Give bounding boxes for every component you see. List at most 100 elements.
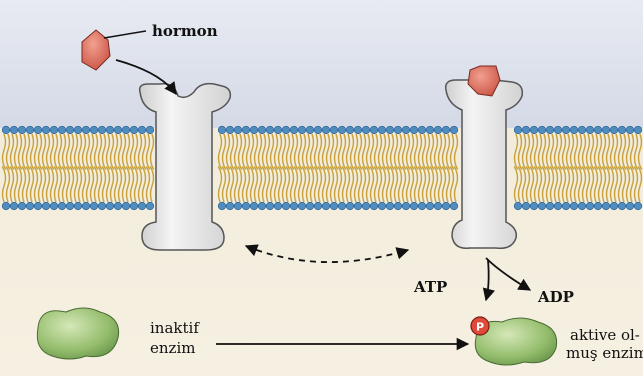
lipid-head [602, 126, 610, 134]
lipid-head [298, 202, 306, 210]
lipid-head [146, 126, 154, 134]
lipid-head [242, 126, 250, 134]
lipid-head [266, 126, 274, 134]
lipid-head [346, 126, 354, 134]
lipid-head [274, 202, 282, 210]
lipid-head [610, 126, 618, 134]
lipid-head [538, 202, 546, 210]
lipid-head [546, 126, 554, 134]
lipid-head [370, 126, 378, 134]
lipid-head [362, 202, 370, 210]
lipid-head [2, 202, 10, 210]
lipid-head [114, 126, 122, 134]
lipid-head [410, 126, 418, 134]
lipid-head [42, 126, 50, 134]
lipid-head [578, 202, 586, 210]
lipid-head [578, 126, 586, 134]
lipid-head [410, 202, 418, 210]
lipid-head [306, 202, 314, 210]
lipid-head [618, 126, 626, 134]
lipid-head [602, 202, 610, 210]
lipid-head [82, 202, 90, 210]
lipid-head [522, 126, 530, 134]
lipid-head [2, 126, 10, 134]
lipid-head [594, 126, 602, 134]
lipid-head [18, 202, 26, 210]
active-enzyme-label-line1: aktive ol- [570, 326, 640, 344]
lipid-head [402, 202, 410, 210]
lipid-head [386, 126, 394, 134]
lipid-head [346, 202, 354, 210]
lipid-head [618, 202, 626, 210]
lipid-head [74, 126, 82, 134]
lipid-head [226, 202, 234, 210]
lipid-head [586, 126, 594, 134]
lipid-head [330, 126, 338, 134]
lipid-head [242, 202, 250, 210]
lipid-head [418, 126, 426, 134]
lipid-head [514, 202, 522, 210]
lipid-head [10, 202, 18, 210]
lipid-head [258, 202, 266, 210]
lipid-head [426, 126, 434, 134]
lipid-head [634, 126, 642, 134]
lipid-head [570, 126, 578, 134]
lipid-head [98, 202, 106, 210]
lipid-head [394, 126, 402, 134]
lipid-head [306, 126, 314, 134]
lipid-head [218, 202, 226, 210]
lipid-head [90, 202, 98, 210]
lipid-head [122, 202, 130, 210]
lipid-head [626, 202, 634, 210]
lipid-head [322, 126, 330, 134]
lipid-head [34, 126, 42, 134]
lipid-head [106, 126, 114, 134]
lipid-head [26, 202, 34, 210]
lipid-head [450, 126, 458, 134]
lipid-head [610, 202, 618, 210]
lipid-head [378, 126, 386, 134]
hormone-label: hormon [152, 22, 218, 40]
lipid-head [282, 126, 290, 134]
lipid-head [402, 126, 410, 134]
lipid-head [546, 202, 554, 210]
lipid-head [594, 202, 602, 210]
lipid-head [434, 202, 442, 210]
lipid-head [138, 126, 146, 134]
lipid-head [530, 126, 538, 134]
lipid-head [450, 202, 458, 210]
lipid-head [322, 202, 330, 210]
lipid-head [330, 202, 338, 210]
lipid-head [354, 202, 362, 210]
lipid-head [258, 126, 266, 134]
lipid-head [58, 202, 66, 210]
lipid-head [274, 126, 282, 134]
lipid-head [514, 126, 522, 134]
lipid-head [570, 202, 578, 210]
lipid-head [554, 202, 562, 210]
adp-label: ADP [537, 288, 574, 306]
lipid-head [250, 126, 258, 134]
lipid-head [66, 202, 74, 210]
lipid-head [562, 126, 570, 134]
phosphate-label: P [476, 321, 484, 334]
lipid-head [290, 202, 298, 210]
lipid-head [106, 202, 114, 210]
lipid-head [98, 126, 106, 134]
lipid-head [90, 126, 98, 134]
lipid-head [538, 126, 546, 134]
lipid-head [634, 202, 642, 210]
lipid-head [314, 126, 322, 134]
lipid-head [26, 126, 34, 134]
lipid-head [354, 126, 362, 134]
lipid-head [314, 202, 322, 210]
lipid-head [530, 202, 538, 210]
lipid-head [82, 126, 90, 134]
lipid-head [250, 202, 258, 210]
lipid-head [50, 202, 58, 210]
lipid-head [378, 202, 386, 210]
lipid-head [562, 202, 570, 210]
lipid-head [298, 126, 306, 134]
